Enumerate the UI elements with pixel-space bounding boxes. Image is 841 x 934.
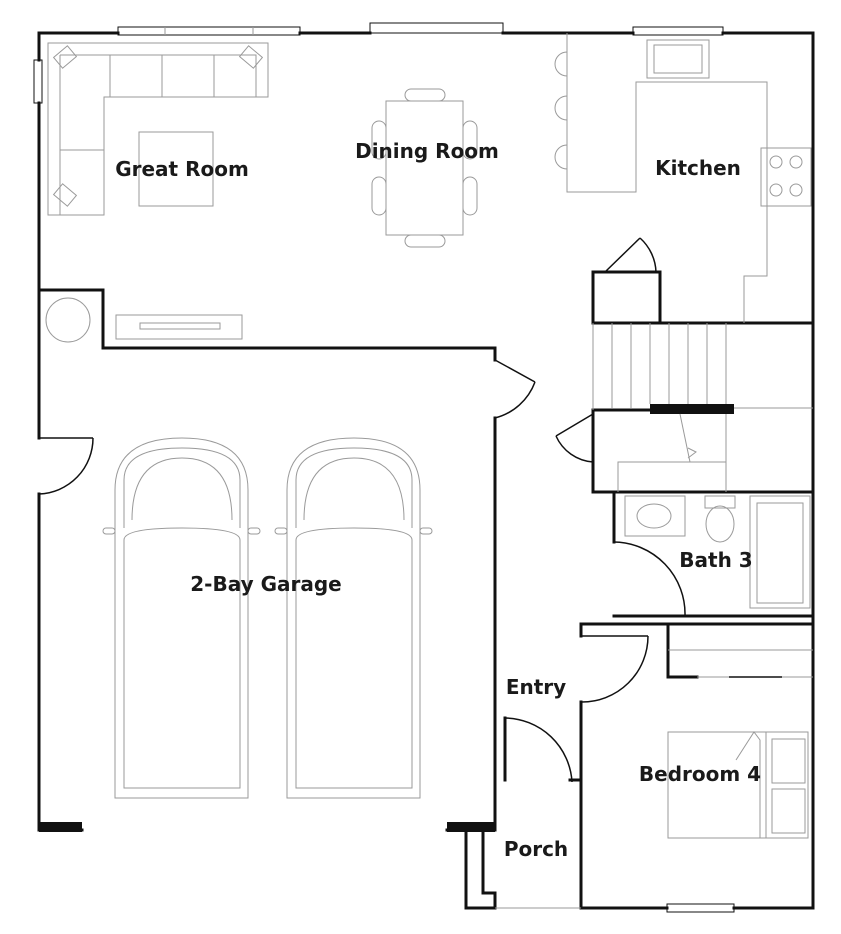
coffee-table (138, 131, 214, 207)
door-garage-side (38, 437, 94, 495)
door-entry (504, 717, 573, 783)
door-stair-closet (555, 413, 594, 463)
window-dining-top (369, 22, 504, 34)
tub-icon (749, 495, 811, 609)
window-kitchen-top (632, 26, 724, 36)
window-bedroom-bottom (666, 903, 735, 913)
bed-icon (667, 731, 809, 839)
label-porch: Porch (504, 837, 568, 861)
plant-icon (45, 297, 91, 343)
door-bath (613, 541, 686, 617)
stairs (592, 323, 813, 492)
label-bath3: Bath 3 (679, 548, 752, 572)
bedroom-furniture (667, 649, 813, 839)
label-entry: Entry (506, 675, 566, 699)
car-left (102, 437, 261, 799)
sink-icon (646, 39, 710, 79)
vanity-icon (624, 495, 686, 537)
great-room-furniture (45, 42, 269, 343)
bath-fixtures (624, 495, 811, 609)
label-dining-room: Dining Room (355, 139, 499, 163)
windows (33, 22, 735, 913)
door-garage-house (494, 359, 536, 419)
label-garage: 2-Bay Garage (190, 572, 342, 596)
label-great-room: Great Room (115, 157, 249, 181)
label-bedroom4: Bedroom 4 (639, 762, 761, 786)
door-bedroom (580, 635, 649, 703)
dining-table (371, 88, 478, 248)
window-great-room-top (117, 26, 301, 36)
kitchen-fixtures (554, 33, 812, 323)
doors (38, 237, 686, 783)
room-labels: Great Room Dining Room Kitchen 2-Bay Gar… (115, 139, 761, 861)
window-great-room-left (33, 59, 43, 104)
media-console (115, 314, 243, 340)
door-pantry (604, 237, 657, 273)
car-right (274, 437, 433, 799)
cooktop-icon (760, 147, 812, 207)
toilet-icon (705, 505, 735, 543)
label-kitchen: Kitchen (655, 156, 741, 180)
